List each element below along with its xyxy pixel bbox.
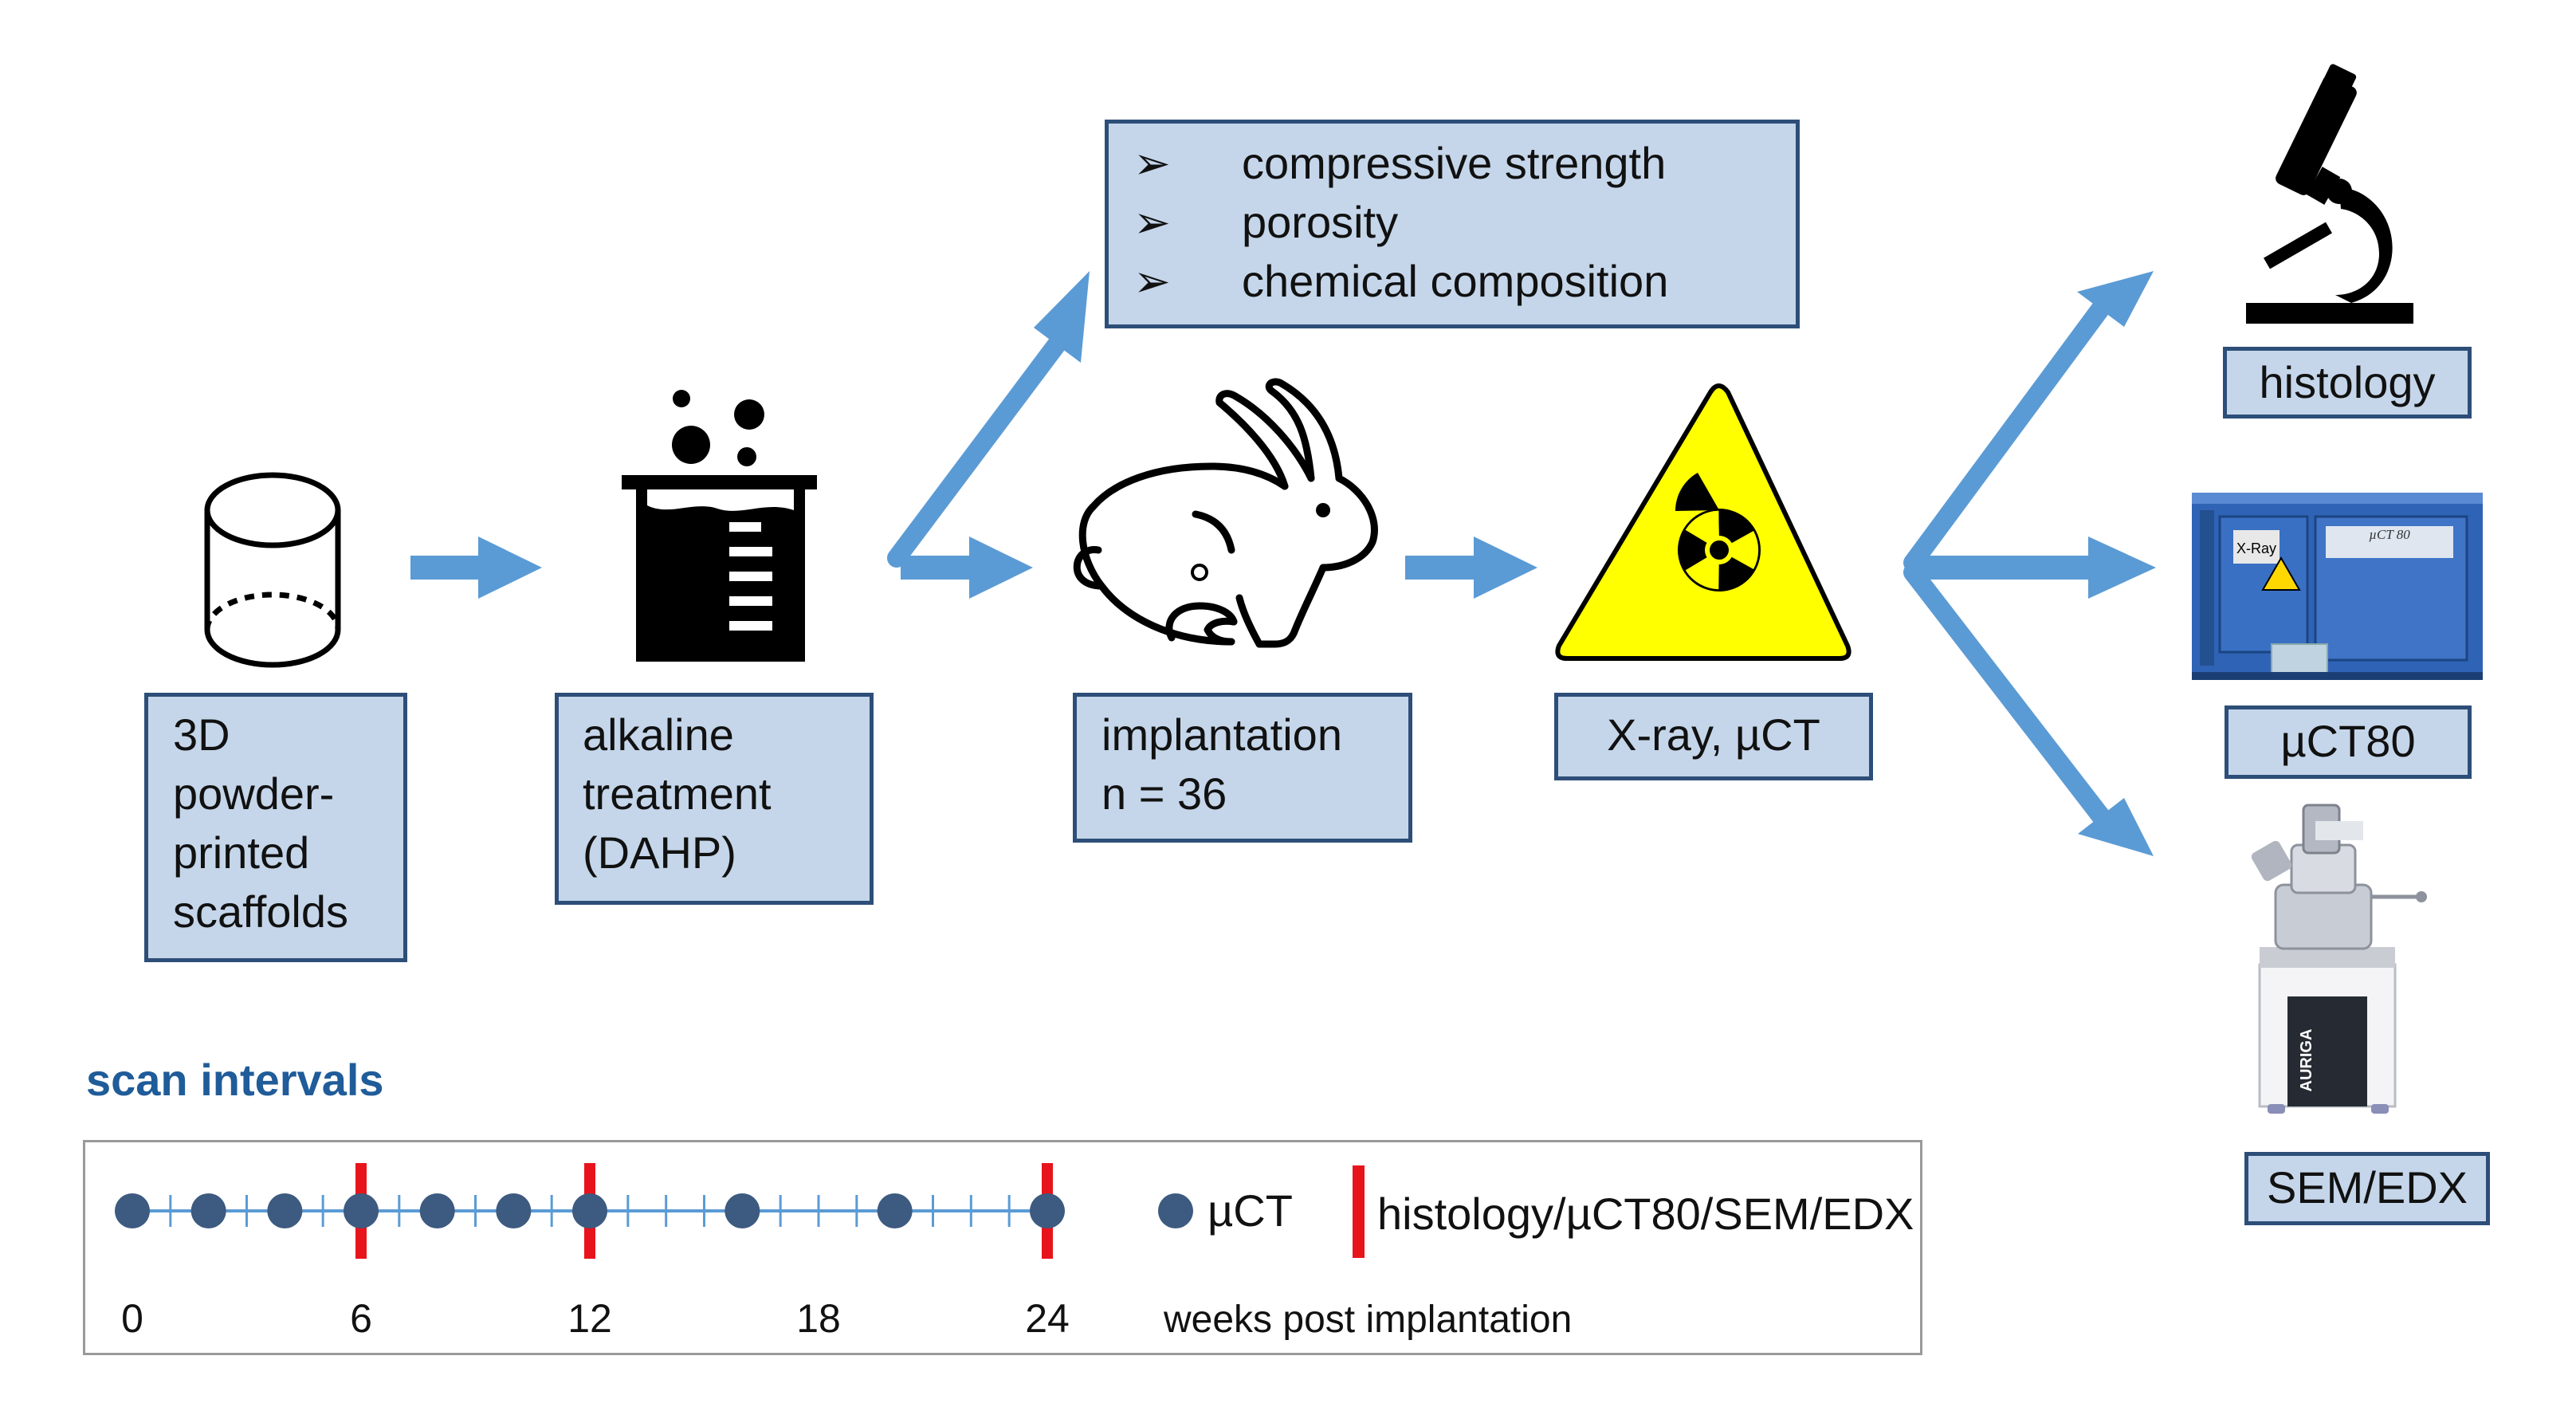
- scan-intervals-panel: [83, 1140, 1922, 1355]
- xray-sticker-text: X-Ray: [2236, 540, 2276, 556]
- arrow-to-properties-shaft: [887, 335, 1066, 568]
- uct-scan-point: [496, 1193, 532, 1228]
- uct-scan-point: [115, 1193, 150, 1228]
- bullet-arrow-icon: ➢: [1133, 138, 1171, 188]
- property-text: porosity: [1242, 197, 1399, 247]
- bullet-arrow-icon: ➢: [1133, 256, 1171, 306]
- implantation-line: n = 36: [1101, 768, 1227, 819]
- uct-scan-point: [344, 1193, 379, 1228]
- uct-scan-points: [115, 1193, 1065, 1228]
- uct-scan-point: [190, 1193, 226, 1228]
- uct-scan-point: [877, 1193, 913, 1228]
- arrow-scaffolds-to-alkaline: [410, 536, 542, 599]
- bullet-arrow-icon: ➢: [1133, 197, 1171, 247]
- implantation-line: implantation: [1101, 709, 1342, 760]
- scaffolds-line: powder-: [173, 768, 335, 819]
- xray-box: [1554, 693, 1873, 780]
- arrow-to-sem-head: [2078, 798, 2154, 856]
- xray-label: X-ray, µCT: [1607, 709, 1820, 760]
- scaffolds-line: scaffolds: [173, 886, 348, 937]
- uct-logo-text: µCT 80: [2369, 527, 2410, 542]
- implantation-box: [1073, 693, 1412, 843]
- arrow-to-uct80: [1913, 536, 2156, 599]
- scaffolds-line: printed: [173, 827, 310, 878]
- tick-label-12: 12: [567, 1296, 612, 1341]
- tick-label-18: 18: [796, 1296, 841, 1341]
- scaffolds-label: 3D powder- printed scaffolds: [173, 705, 348, 941]
- legend-uct-dot: [1158, 1193, 1193, 1228]
- properties-box: [1105, 120, 1800, 328]
- arrow-to-histology-head: [2077, 271, 2154, 327]
- alkaline-label: alkaline treatment (DAHP): [583, 705, 772, 882]
- implantation-label: implantation n = 36: [1101, 705, 1342, 823]
- legend-uct-label: µCT: [1208, 1185, 1293, 1236]
- uct80-box: [2225, 705, 2472, 779]
- uct80-label: µCT80: [2280, 716, 2416, 766]
- tick-label-24: 24: [1025, 1296, 1070, 1341]
- uct-scan-point: [267, 1193, 303, 1228]
- tick-label-0: 0: [121, 1296, 143, 1341]
- tick-label-6: 6: [350, 1296, 372, 1341]
- uct-scan-point: [572, 1193, 607, 1228]
- histology-box: [2223, 347, 2472, 419]
- alkaline-line: (DAHP): [583, 827, 736, 878]
- scaffolds-line: 3D: [173, 709, 230, 760]
- arrow-to-properties-head: [1034, 271, 1090, 363]
- alkaline-line: treatment: [583, 768, 772, 819]
- arrow-to-implantation: [901, 536, 1033, 599]
- alkaline-line: alkaline: [583, 709, 734, 760]
- uct-scan-point: [724, 1193, 760, 1228]
- scan-intervals-title: scan intervals: [86, 1055, 384, 1105]
- semedx-box: [2244, 1152, 2490, 1225]
- alkaline-box: [555, 693, 874, 905]
- uct-scan-point: [1030, 1193, 1065, 1228]
- arrow-implantation-to-xray: [1405, 536, 1537, 599]
- property-text: compressive strength: [1242, 138, 1667, 188]
- legend-histology-bar: [1353, 1165, 1365, 1258]
- arrow-to-histology-shaft: [1903, 300, 2110, 572]
- auriga-text: AURIGA: [2298, 1029, 2315, 1092]
- histology-label: histology: [2259, 357, 2436, 407]
- arrow-to-sem-shaft: [1903, 563, 2111, 826]
- legend-histology-label: histology/µCT80/SEM/EDX: [1377, 1189, 1914, 1239]
- axis-caption: weeks post implantation: [1164, 1299, 1573, 1341]
- property-text: chemical composition: [1242, 256, 1669, 306]
- uct-scan-point: [419, 1193, 455, 1228]
- semedx-label: SEM/EDX: [2266, 1162, 2468, 1212]
- scaffolds-box: [144, 693, 407, 962]
